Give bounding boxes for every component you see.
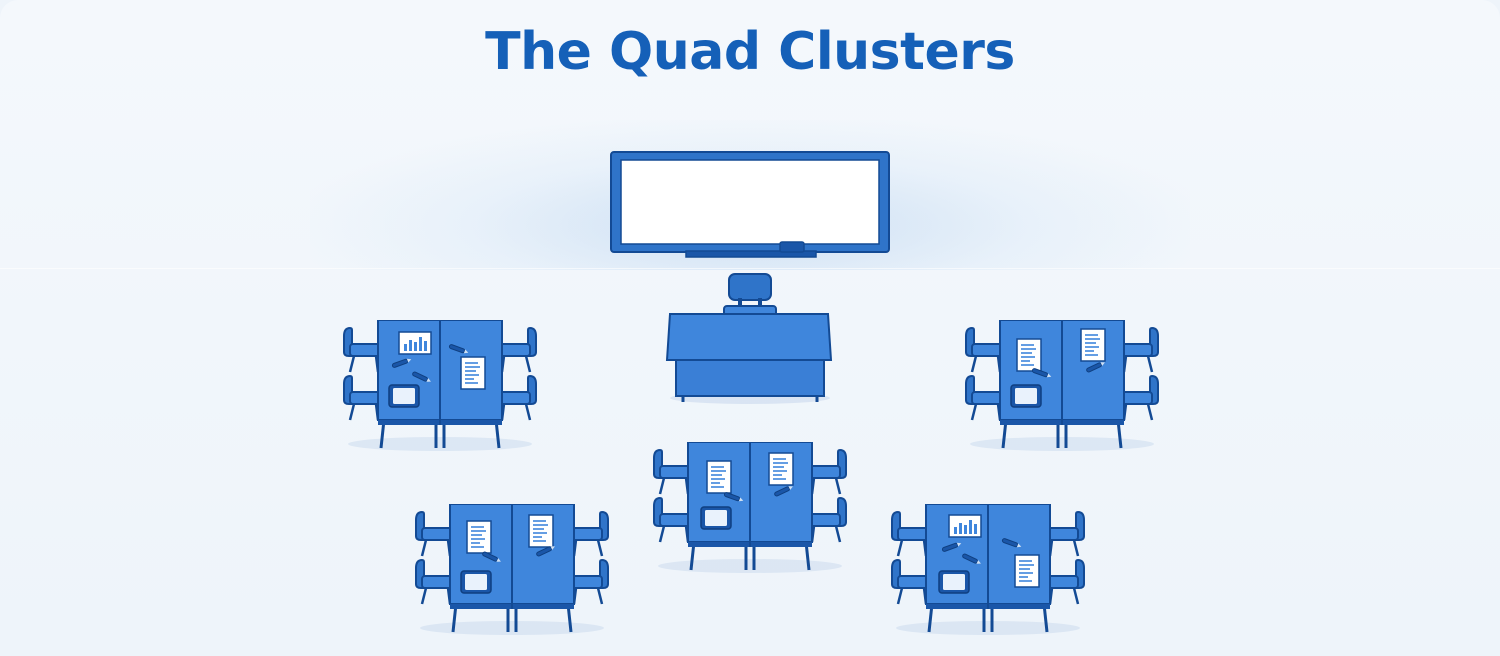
tablet-icon bbox=[700, 506, 732, 530]
whiteboard-icon bbox=[610, 151, 890, 258]
desk-cluster-top-right bbox=[966, 320, 1158, 451]
tablet-icon bbox=[388, 384, 420, 408]
document-icon bbox=[460, 356, 486, 390]
tablet-icon bbox=[1010, 384, 1042, 408]
document-icon bbox=[1080, 328, 1106, 362]
desk-cluster-center bbox=[654, 442, 846, 573]
teacher-desk-icon bbox=[665, 313, 833, 404]
desk-cluster-top-left bbox=[344, 320, 536, 451]
chart-sheet-icon bbox=[398, 331, 432, 355]
desk-cluster-bottom-left bbox=[416, 504, 608, 635]
teacher-chair-icon bbox=[723, 273, 777, 317]
tablet-icon bbox=[460, 570, 492, 594]
document-icon bbox=[1014, 554, 1040, 588]
desk-cluster-icon bbox=[892, 504, 1084, 635]
desk-cluster-icon bbox=[416, 504, 608, 635]
desk-cluster-bottom-right bbox=[892, 504, 1084, 635]
tablet-icon bbox=[938, 570, 970, 594]
document-icon bbox=[1016, 338, 1042, 372]
floor-line bbox=[0, 268, 1500, 269]
desk-cluster-icon bbox=[654, 442, 846, 573]
page-title: The Quad Clusters bbox=[485, 22, 1015, 82]
desk-cluster-icon bbox=[966, 320, 1158, 451]
chart-sheet-icon bbox=[948, 514, 982, 538]
document-icon bbox=[528, 514, 554, 548]
document-icon bbox=[706, 460, 732, 494]
desk-cluster-icon bbox=[344, 320, 536, 451]
document-icon bbox=[768, 452, 794, 486]
document-icon bbox=[466, 520, 492, 554]
